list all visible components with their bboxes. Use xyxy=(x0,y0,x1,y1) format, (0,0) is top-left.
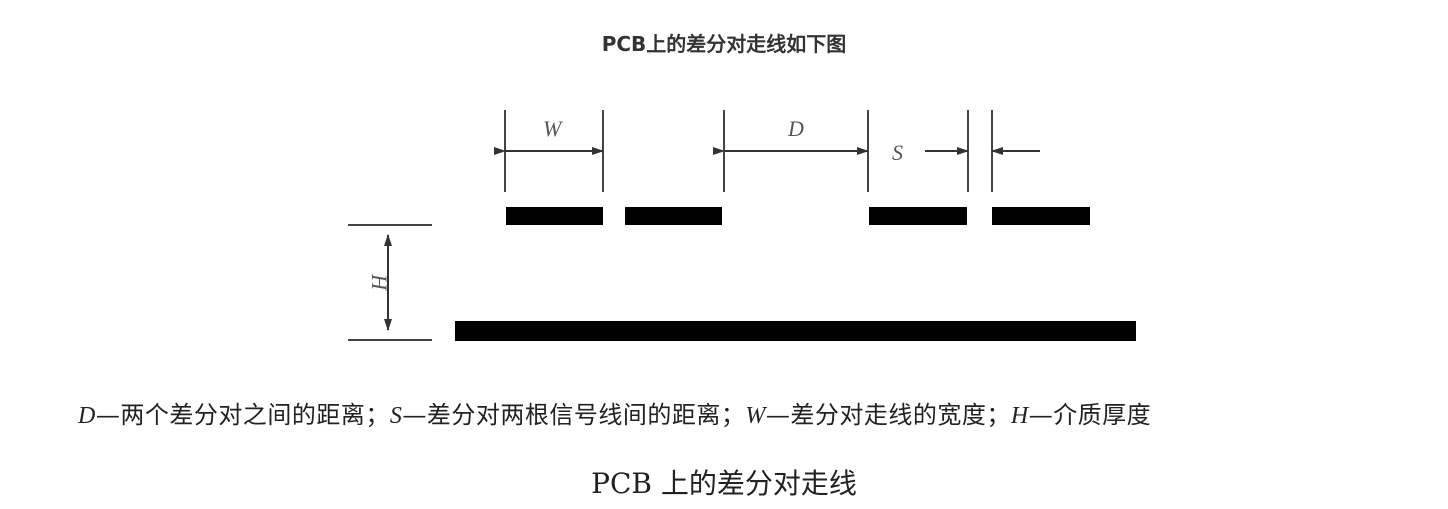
differential-pair-diagram: W D S H xyxy=(348,110,1136,341)
page-heading: PCB上的差分对走线如下图 xyxy=(601,32,847,56)
figure-caption: PCB 上的差分对走线 xyxy=(591,467,857,500)
signal-traces xyxy=(506,207,1090,225)
legend-symbol-w: W xyxy=(745,403,766,429)
legend-symbol-s: S xyxy=(389,403,403,429)
trace-4 xyxy=(992,207,1090,225)
trace-3 xyxy=(869,207,967,225)
s-label: S xyxy=(892,140,903,165)
trace-2 xyxy=(625,207,722,225)
legend-symbol-d: D xyxy=(78,403,96,429)
w-dimension: W xyxy=(494,116,604,155)
trace-1 xyxy=(506,207,603,225)
h-label: H xyxy=(367,273,392,291)
legend-symbol-h: H xyxy=(1010,403,1029,429)
legend-text-h: —介质厚度 xyxy=(1028,401,1152,429)
legend-text-w: —差分对走线的宽度； xyxy=(765,401,1011,429)
s-dimension: S xyxy=(892,140,1040,165)
reference-plane xyxy=(455,321,1136,341)
h-dimension: H xyxy=(367,234,392,331)
d-label: D xyxy=(787,116,804,141)
legend: D—两个差分对之间的距离；S—差分对两根信号线间的距离；W—差分对走线的宽度；H… xyxy=(78,395,1151,430)
legend-text-s: —差分对两根信号线间的距离； xyxy=(402,401,746,429)
legend-text-d: —两个差分对之间的距离； xyxy=(95,401,390,429)
w-label: W xyxy=(543,116,563,141)
d-dimension: D xyxy=(713,116,869,155)
